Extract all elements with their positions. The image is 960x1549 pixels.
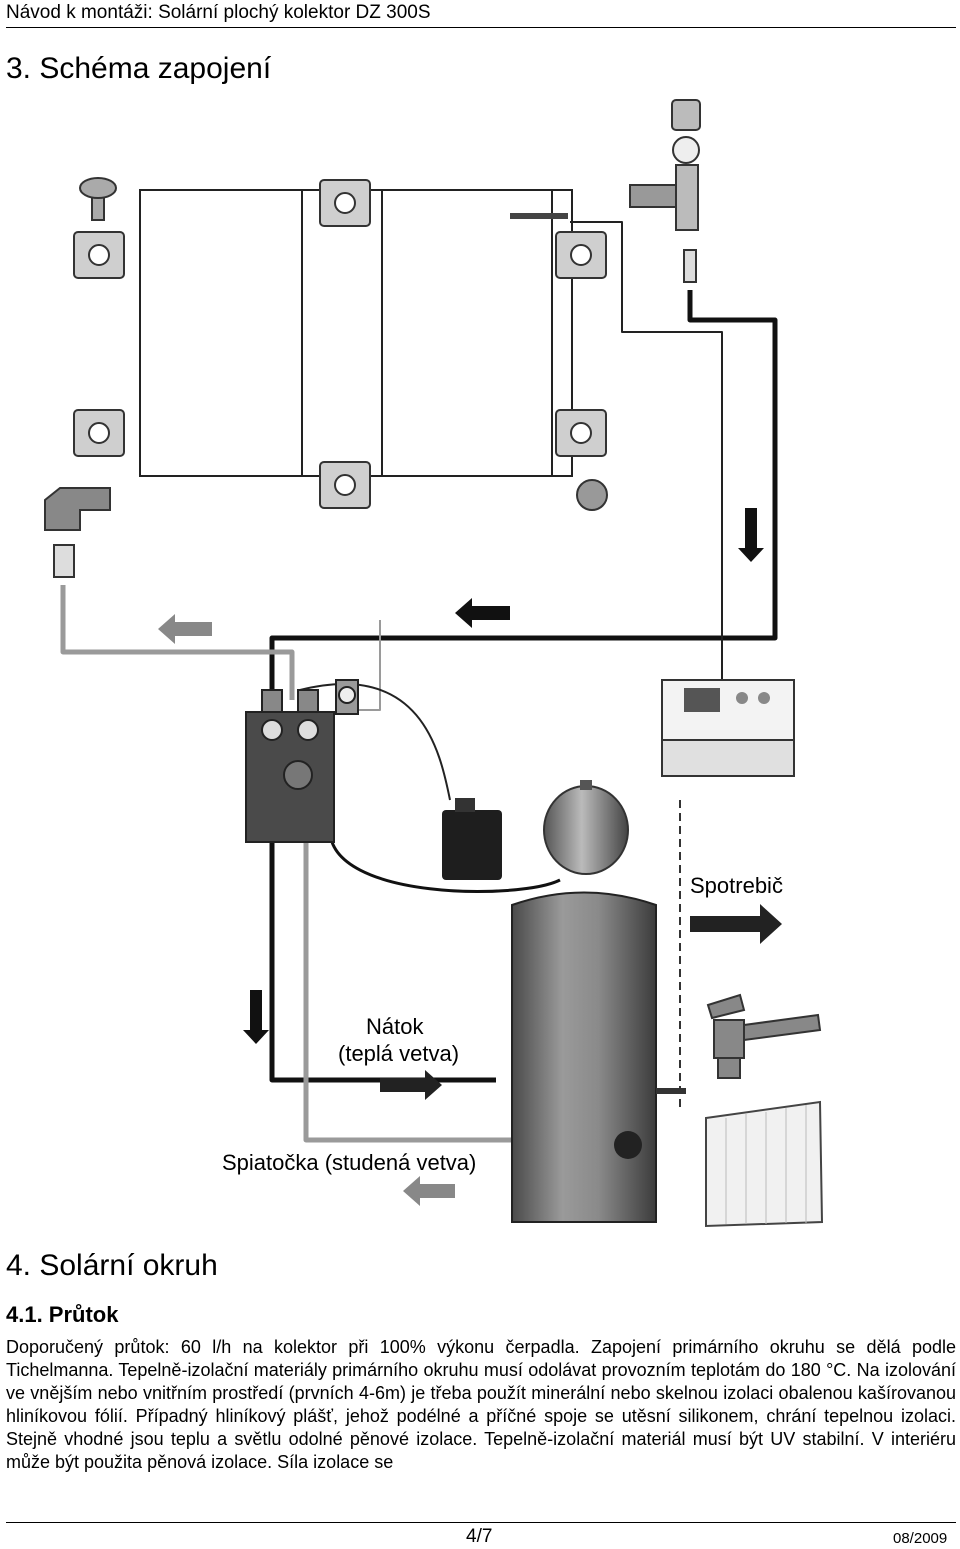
arrow-right-icon <box>380 904 782 1100</box>
label-flow-branch: (teplá vetva) <box>338 1041 459 1066</box>
elbow-fitting-icon <box>44 487 111 578</box>
solar-controller-icon <box>661 679 795 777</box>
solar-collector-panels <box>139 189 573 477</box>
label-return: Spiatočka (studená vetva) <box>222 1150 476 1175</box>
arrow-down-icon <box>243 508 764 1044</box>
hot-water-tank-icon <box>511 891 686 1223</box>
label-consumer: Spotrebič <box>690 873 783 898</box>
document-header: Návod k montáži: Solární plochý kolektor… <box>6 2 431 23</box>
section-4-1-body: Doporučený průtok: 60 l/h na kolektor př… <box>6 1336 956 1474</box>
arrow-left-icon <box>158 598 510 1206</box>
section-4-1-heading: 4.1. Průtok <box>6 1302 119 1327</box>
footer-rule <box>6 1522 956 1523</box>
expansion-vessel-icon <box>543 780 629 875</box>
connection-diagram: Spotrebič Nátok (teplá vetva) Spiatočka … <box>44 99 824 1228</box>
footer-date: 08/2009 <box>893 1530 948 1547</box>
faucet-icon <box>706 993 822 1079</box>
pump-station-icon <box>245 679 359 843</box>
radiator-icon <box>705 1100 824 1228</box>
page-number: 4/7 <box>466 1526 493 1547</box>
air-vent-valve-icon <box>629 99 701 283</box>
sensor-probe <box>510 213 568 219</box>
section-4-heading: 4. Solární okruh <box>6 1249 218 1282</box>
end-plug-icon <box>79 177 608 511</box>
paragraph: Doporučený průtok: 60 l/h na kolektor př… <box>6 1337 956 1472</box>
pipe-clamp-icon <box>73 179 607 509</box>
antifreeze-canister-icon <box>442 798 502 880</box>
header-rule <box>6 27 956 28</box>
section-3-heading: 3. Schéma zapojení <box>6 52 272 85</box>
label-flow: Nátok <box>366 1014 424 1039</box>
